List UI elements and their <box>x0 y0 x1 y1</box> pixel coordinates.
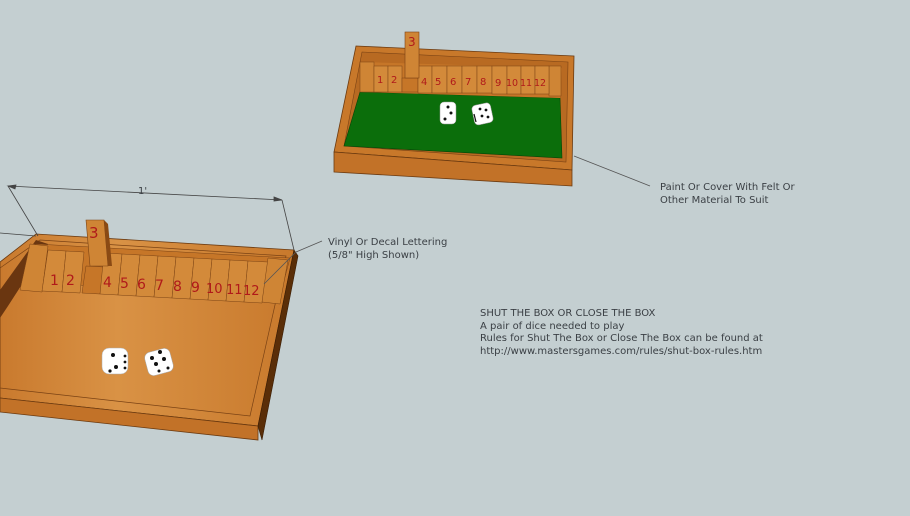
svg-text:2: 2 <box>66 273 75 289</box>
svg-text:12: 12 <box>243 284 260 299</box>
svg-text:12: 12 <box>534 78 546 89</box>
front-raised-tile-label: 3 <box>89 224 99 242</box>
top-die-2 <box>471 102 494 126</box>
svg-text:1: 1 <box>50 273 59 289</box>
svg-text:10: 10 <box>206 282 223 297</box>
top-tiles <box>373 65 550 95</box>
felt-callout-line-2: Other Material To Suit <box>660 195 769 206</box>
notes-line-2: A pair of dice needed to play <box>480 320 625 332</box>
svg-text:4: 4 <box>103 275 112 291</box>
notes-line-3: Rules for Shut The Box or Close The Box … <box>480 333 763 344</box>
dimension-line <box>0 184 295 251</box>
dimension-label: 1' <box>138 186 148 197</box>
top-raised-tile-label: 3 <box>408 35 416 49</box>
notes-title: SHUT THE BOX OR CLOSE THE BOX <box>480 308 656 319</box>
svg-text:5: 5 <box>435 77 441 88</box>
top-die-1 <box>439 101 457 125</box>
felt-callout: Paint Or Cover With Felt Or Other Materi… <box>660 181 795 207</box>
front-tiles <box>41 249 269 304</box>
felt-callout-line-1: Paint Or Cover With Felt Or <box>660 182 795 193</box>
svg-text:1: 1 <box>377 75 383 86</box>
svg-text:2: 2 <box>391 75 397 86</box>
svg-text:4: 4 <box>421 77 427 88</box>
description-notes: SHUT THE BOX OR CLOSE THE BOX A pair of … <box>480 308 763 358</box>
svg-text:11: 11 <box>226 283 243 298</box>
svg-text:10: 10 <box>506 78 518 89</box>
svg-text:5: 5 <box>120 276 129 292</box>
front-die-2 <box>144 348 174 376</box>
svg-text:8: 8 <box>173 279 182 295</box>
lettering-callout-line-1: Vinyl Or Decal Lettering <box>328 237 448 248</box>
lettering-callout-line-2: (5/8" High Shown) <box>328 250 420 261</box>
svg-text:6: 6 <box>450 77 456 88</box>
lettering-callout: Vinyl Or Decal Lettering (5/8" High Show… <box>328 236 447 262</box>
svg-text:11: 11 <box>520 78 532 89</box>
svg-text:7: 7 <box>465 77 471 88</box>
svg-text:8: 8 <box>480 77 486 88</box>
svg-text:7: 7 <box>155 278 164 294</box>
svg-text:9: 9 <box>191 280 200 296</box>
svg-text:6: 6 <box>137 277 146 293</box>
front-die-1 <box>101 347 129 375</box>
svg-text:9: 9 <box>495 78 501 89</box>
notes-url: http://www.mastersgames.com/rules/shut-b… <box>480 345 763 357</box>
